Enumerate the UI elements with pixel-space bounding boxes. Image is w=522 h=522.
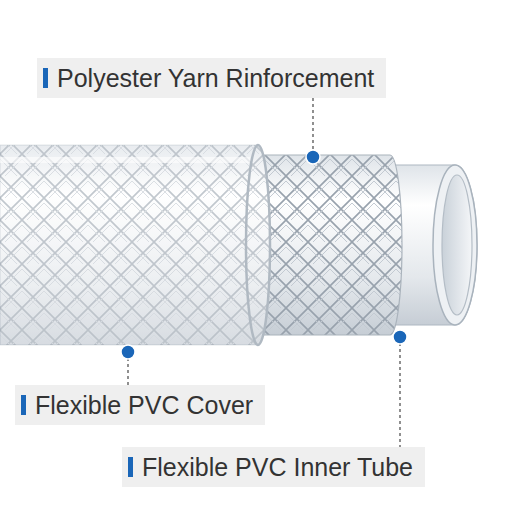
callout-text: Polyester Yarn Rinforcement bbox=[57, 64, 374, 92]
callout-dot bbox=[393, 330, 407, 344]
callout-text: Flexible PVC Inner Tube bbox=[142, 453, 413, 481]
cover-braid bbox=[0, 145, 270, 345]
accent-bar bbox=[43, 68, 48, 88]
callout-label: Flexible PVC Cover bbox=[15, 385, 265, 425]
leader-line bbox=[312, 98, 313, 157]
yarn-layer-base bbox=[250, 155, 402, 335]
cover-highlight bbox=[0, 157, 250, 163]
callout-dot bbox=[121, 345, 135, 359]
flexible-pvc-cover bbox=[0, 145, 270, 345]
callout-label: Flexible PVC Inner Tube bbox=[122, 447, 425, 487]
cover-base bbox=[0, 145, 270, 345]
callout-label: Polyester Yarn Rinforcement bbox=[37, 58, 386, 98]
callout-dot bbox=[306, 150, 320, 164]
accent-bar bbox=[128, 457, 133, 477]
tube-bore bbox=[442, 175, 472, 315]
accent-bar bbox=[21, 395, 26, 415]
inner-tube-end bbox=[433, 165, 477, 325]
yarn-reinforcement bbox=[250, 155, 402, 335]
leader-line bbox=[399, 337, 400, 447]
cover-edge bbox=[246, 145, 270, 345]
callout-text: Flexible PVC Cover bbox=[35, 391, 253, 419]
